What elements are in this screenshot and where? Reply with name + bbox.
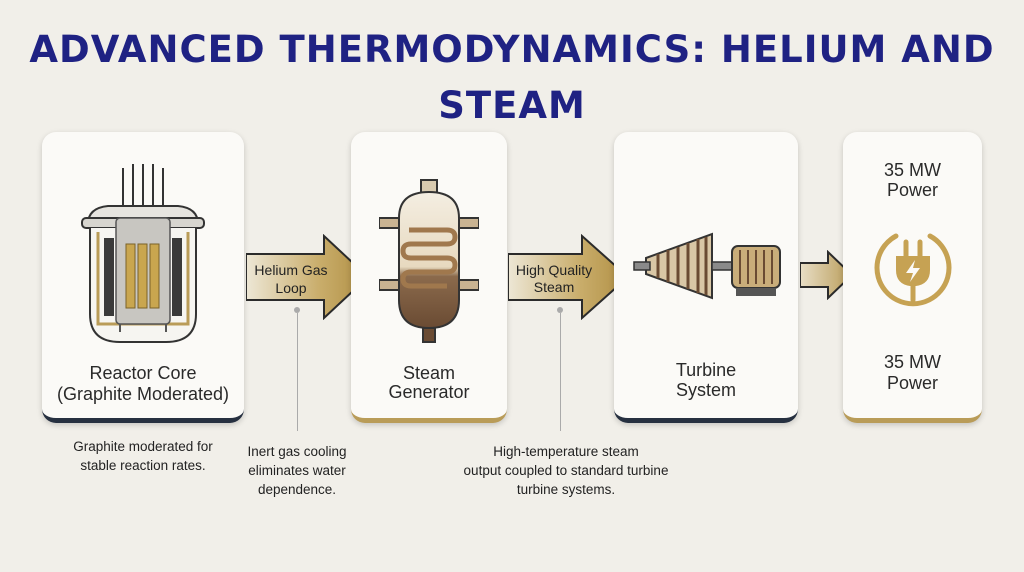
high-quality-steam-label-line2: Steam <box>533 279 575 295</box>
turbine-system-card: Turbine System <box>614 132 798 423</box>
helium-note-line3: dependence. <box>257 482 337 497</box>
reactor-core-label-line1: Reactor Core <box>89 363 197 383</box>
reactor-core-icon <box>81 164 205 343</box>
power-output-card: 35 MW Power 35 MW Power <box>843 132 982 423</box>
steam-leader-line <box>560 313 561 431</box>
reactor-core-card: Reactor Core (Graphite Moderated) <box>42 132 244 423</box>
high-quality-steam-arrow <box>508 234 630 320</box>
helium-note-line1: Inert gas cooling <box>247 444 347 459</box>
steam-note: High-temperature steam output coupled to… <box>436 442 696 499</box>
steam-note-line2: output coupled to standard turbine <box>463 463 669 478</box>
turbine-icon <box>633 232 781 300</box>
steam-generator-label-line1: Steam <box>402 363 456 383</box>
helium-note: Inert gas cooling eliminates water depen… <box>232 442 362 499</box>
power-plug-icon <box>874 233 952 307</box>
steam-generator-label-line2: Generator <box>388 382 470 402</box>
steam-generator-card: Steam Generator <box>351 132 507 423</box>
high-quality-steam-label-line1: High Quality <box>515 262 593 278</box>
reactor-core-label-line2: (Graphite Moderated) <box>56 384 230 404</box>
page-title: ADVANCED THERMODYNAMICS: HELIUM AND STEA… <box>29 28 995 127</box>
steam-generator-icon <box>379 179 479 343</box>
power-output-arrow <box>800 250 854 300</box>
reactor-core-note-line2: stable reaction rates. <box>80 458 206 473</box>
helium-gas-loop-arrow <box>246 234 370 320</box>
steam-note-line1: High-temperature steam <box>493 444 639 459</box>
steam-note-line3: turbine systems. <box>516 482 616 497</box>
power-top-line2: Power <box>886 180 939 200</box>
helium-leader-dot <box>294 307 300 313</box>
helium-leader-line <box>297 313 298 431</box>
reactor-core-note-line1: Graphite moderated for <box>73 439 213 454</box>
turbine-system-label-line1: Turbine <box>675 360 737 380</box>
power-top-line1: 35 MW <box>883 160 941 180</box>
power-bottom-line1: 35 MW <box>883 352 941 372</box>
helium-note-line2: eliminates water <box>248 463 346 478</box>
power-bottom-line2: Power <box>886 373 939 393</box>
turbine-system-label-line2: System <box>675 380 736 400</box>
helium-gas-loop-label-line2: Loop <box>275 280 307 296</box>
steam-leader-dot <box>557 307 563 313</box>
helium-gas-loop-label-line1: Helium Gas <box>254 262 328 278</box>
reactor-core-note: Graphite moderated for stable reaction r… <box>42 437 244 475</box>
